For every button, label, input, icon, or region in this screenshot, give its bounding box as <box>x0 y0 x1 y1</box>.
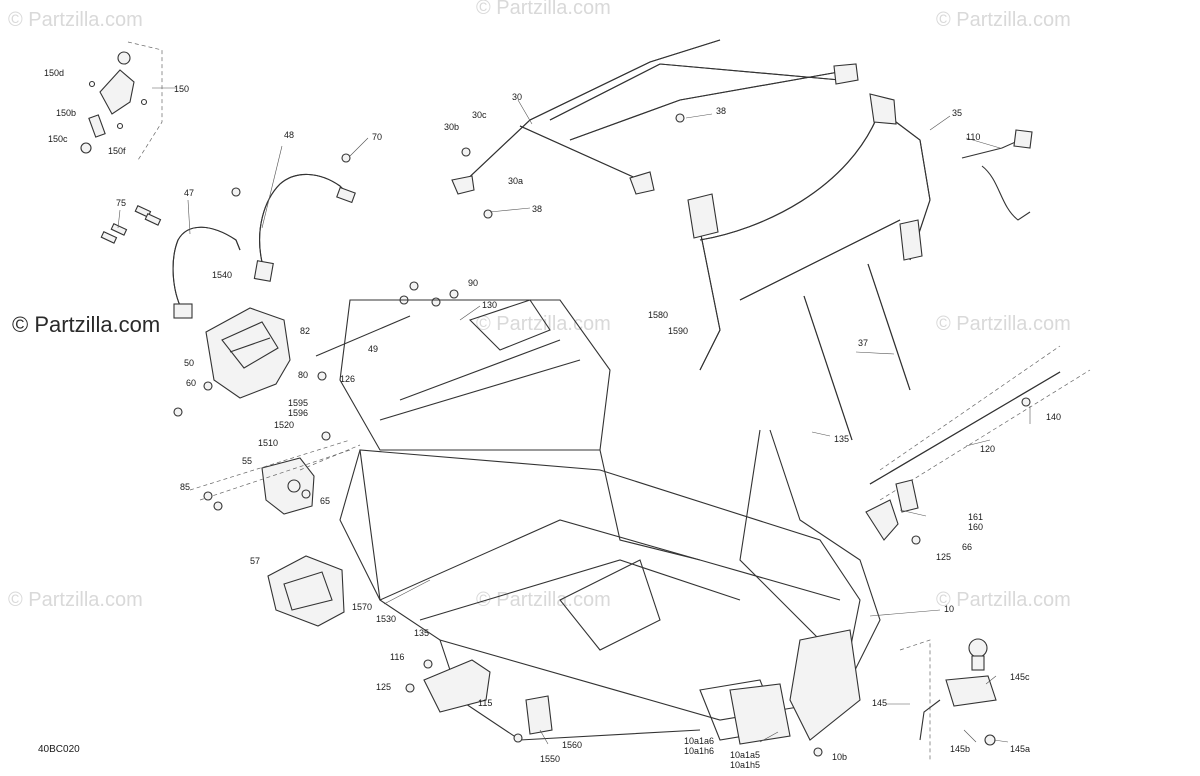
hitch-145 <box>919 638 997 746</box>
callout-57: 57 <box>250 556 260 566</box>
grab-handle-47 <box>172 226 241 311</box>
callout-161: 161 <box>968 512 983 522</box>
bracket-50 <box>205 307 291 399</box>
watermark-bottom-center: © Partzilla.com <box>476 589 611 611</box>
callout-75: 75 <box>116 198 126 208</box>
callout-82: 82 <box>300 326 310 336</box>
callout-150: 150 <box>174 84 189 94</box>
callout-10a1h5: 10a1h5 <box>730 760 760 770</box>
skid-plate-115 <box>423 659 491 713</box>
side-bar-110 <box>961 139 1031 221</box>
callout-116: 116 <box>390 652 404 662</box>
callout-1590: 1590 <box>668 326 688 336</box>
callout-30b: 30b <box>444 122 459 132</box>
group-separator-145 <box>899 639 931 760</box>
callout-1520: 1520 <box>274 420 294 430</box>
watermark-top-center: © Partzilla.com <box>476 0 611 19</box>
watermark-top-right: © Partzilla.com <box>936 9 1071 31</box>
callout-135-right: 135 <box>834 434 849 444</box>
watermark-middle-right: © Partzilla.com <box>936 313 1071 335</box>
callout-1510: 1510 <box>258 438 278 448</box>
callout-160: 160 <box>968 522 983 532</box>
callout-90: 90 <box>468 278 478 288</box>
callout-145c: 145c <box>1010 672 1030 682</box>
watermark-middle-center: © Partzilla.com <box>476 313 611 335</box>
callout-60: 60 <box>186 378 196 388</box>
callout-145a: 145a <box>1010 744 1030 754</box>
crossbar-49 <box>315 315 411 357</box>
callout-150f: 150f <box>108 146 126 156</box>
grab-handle-48 <box>259 173 351 263</box>
main-frame-10 <box>339 299 881 745</box>
callout-110: 110 <box>966 132 980 142</box>
callout-labels: 150d 150 150b 150c 150f 48 70 47 75 30 3… <box>38 68 1061 770</box>
watermarks: © Partzilla.com © Partzilla.com © Partzi… <box>8 0 1071 611</box>
callout-115: 115 <box>478 698 492 708</box>
leader-lines <box>117 87 1031 745</box>
callout-47: 47 <box>184 188 194 198</box>
bracket-57 <box>267 555 345 627</box>
callout-1550: 1550 <box>540 754 560 764</box>
callout-120: 120 <box>980 444 995 454</box>
nuts-90 <box>399 281 459 307</box>
callout-1530: 1530 <box>376 614 396 624</box>
watermark-bottom-right: © Partzilla.com <box>936 589 1071 611</box>
callout-150b: 150b <box>56 108 76 118</box>
roll-cage-front-30 <box>451 39 859 195</box>
callout-50: 50 <box>184 358 194 368</box>
callout-10a1a6: 10a1a6 <box>684 736 714 746</box>
callout-35: 35 <box>952 108 962 118</box>
callout-150d: 150d <box>44 68 64 78</box>
callout-10: 10 <box>944 604 954 614</box>
callout-30: 30 <box>512 92 522 102</box>
watermark-brand: © Partzilla.com <box>12 312 160 337</box>
callout-85: 85 <box>180 482 190 492</box>
callout-55: 55 <box>242 456 252 466</box>
callout-10b: 10b <box>832 752 847 762</box>
callout-1560: 1560 <box>562 740 582 750</box>
callout-126: 126 <box>340 374 355 384</box>
callout-1540: 1540 <box>212 270 232 280</box>
part-artwork <box>80 39 1091 760</box>
callout-140: 140 <box>1046 412 1061 422</box>
callout-70: 70 <box>372 132 382 142</box>
callout-1596: 1596 <box>288 408 308 418</box>
bracket-160 <box>895 479 919 513</box>
group-separator-150 <box>127 41 163 161</box>
callout-125-left: 125 <box>376 682 391 692</box>
callout-1580: 1580 <box>648 310 668 320</box>
callout-1570: 1570 <box>352 602 372 612</box>
bracket-150 <box>80 51 148 154</box>
diagram-code: 40BC020 <box>38 744 80 755</box>
roll-cage-rear-35 <box>687 93 931 371</box>
callout-65: 65 <box>320 496 330 506</box>
callout-38-bottom: 38 <box>532 204 542 214</box>
callout-135-left: 135 <box>414 628 429 638</box>
bracket-161 <box>865 499 899 541</box>
callout-38-top: 38 <box>716 106 726 116</box>
callout-30a: 30a <box>508 176 523 186</box>
callout-10a1h6: 10a1h6 <box>684 746 714 756</box>
callout-48: 48 <box>284 130 294 140</box>
bracket-1560 <box>525 695 553 735</box>
callout-66: 66 <box>962 542 972 552</box>
callout-10a1a5: 10a1a5 <box>730 750 760 760</box>
callout-145: 145 <box>872 698 887 708</box>
watermark-bottom-left: © Partzilla.com <box>8 589 143 611</box>
callout-30c: 30c <box>472 110 487 120</box>
callout-37: 37 <box>858 338 868 348</box>
callout-130: 130 <box>482 300 497 310</box>
watermark-top-left: © Partzilla.com <box>8 9 143 31</box>
callout-150c: 150c <box>48 134 68 144</box>
callout-125-right: 125 <box>936 552 951 562</box>
callout-80: 80 <box>298 370 308 380</box>
fasteners <box>173 113 1031 757</box>
callout-1595: 1595 <box>288 398 308 408</box>
callout-49: 49 <box>368 344 378 354</box>
bolts-75 <box>100 205 162 244</box>
callout-145b: 145b <box>950 744 970 754</box>
